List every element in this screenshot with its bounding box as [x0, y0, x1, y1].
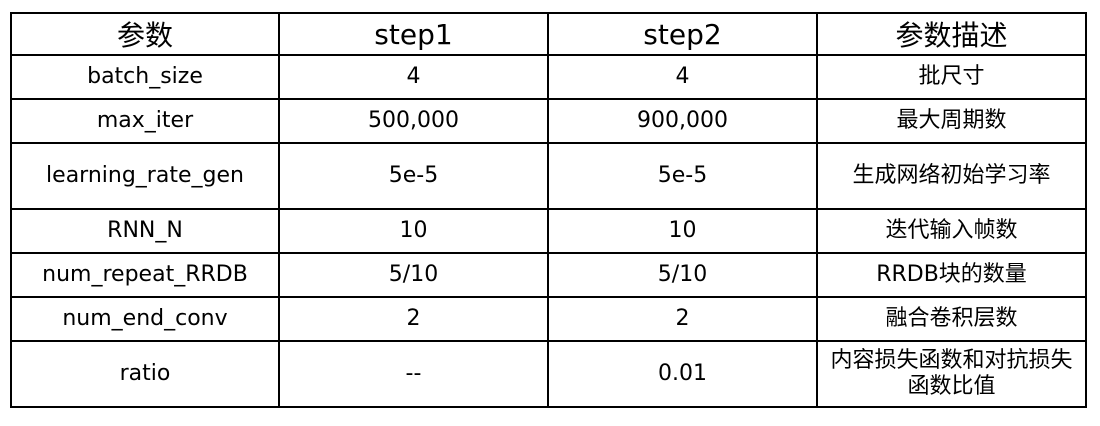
description-cell: 最大周期数 [816, 98, 1087, 144]
param-name-cell: num_end_conv [10, 296, 280, 342]
step2-value-cell: 900,000 [547, 98, 818, 144]
param-name-cell: ratio [10, 340, 280, 408]
table-row: max_iter 500,000 900,000 最大周期数 [10, 98, 1087, 144]
step2-value-cell: 10 [547, 208, 818, 254]
description-cell: 融合卷积层数 [816, 296, 1087, 342]
description-cell: 内容损失函数和对抗损失函数比值 [816, 340, 1087, 408]
header-step2: step2 [547, 12, 818, 56]
step1-value-cell: 500,000 [278, 98, 549, 144]
header-row: 参数 step1 step2 参数描述 [10, 12, 1087, 56]
table-row: batch_size 4 4 批尺寸 [10, 54, 1087, 100]
step1-value-cell: -- [278, 340, 549, 408]
description-cell: 批尺寸 [816, 54, 1087, 100]
step2-value-cell: 2 [547, 296, 818, 342]
step1-value-cell: 10 [278, 208, 549, 254]
description-cell: 迭代输入帧数 [816, 208, 1087, 254]
header-description: 参数描述 [816, 12, 1087, 56]
param-name-cell: num_repeat_RRDB [10, 252, 280, 298]
table-row: num_end_conv 2 2 融合卷积层数 [10, 296, 1087, 342]
table-row: learning_rate_gen 5e-5 5e-5 生成网络初始学习率 [10, 142, 1087, 210]
table-row: RNN_N 10 10 迭代输入帧数 [10, 208, 1087, 254]
step1-value-cell: 5/10 [278, 252, 549, 298]
table-row: ratio -- 0.01 内容损失函数和对抗损失函数比值 [10, 340, 1087, 408]
step1-value-cell: 2 [278, 296, 549, 342]
parameter-table: 参数 step1 step2 参数描述 batch_size 4 4 批尺寸 m… [10, 12, 1087, 408]
step2-value-cell: 4 [547, 54, 818, 100]
param-name-cell: max_iter [10, 98, 280, 144]
step1-value-cell: 5e-5 [278, 142, 549, 210]
step2-value-cell: 5/10 [547, 252, 818, 298]
step2-value-cell: 5e-5 [547, 142, 818, 210]
param-name-cell: RNN_N [10, 208, 280, 254]
description-cell: 生成网络初始学习率 [816, 142, 1087, 210]
header-step1: step1 [278, 12, 549, 56]
step2-value-cell: 0.01 [547, 340, 818, 408]
param-name-cell: batch_size [10, 54, 280, 100]
step1-value-cell: 4 [278, 54, 549, 100]
param-name-cell: learning_rate_gen [10, 142, 280, 210]
description-cell: RRDB块的数量 [816, 252, 1087, 298]
header-param: 参数 [10, 12, 280, 56]
table-row: num_repeat_RRDB 5/10 5/10 RRDB块的数量 [10, 252, 1087, 298]
